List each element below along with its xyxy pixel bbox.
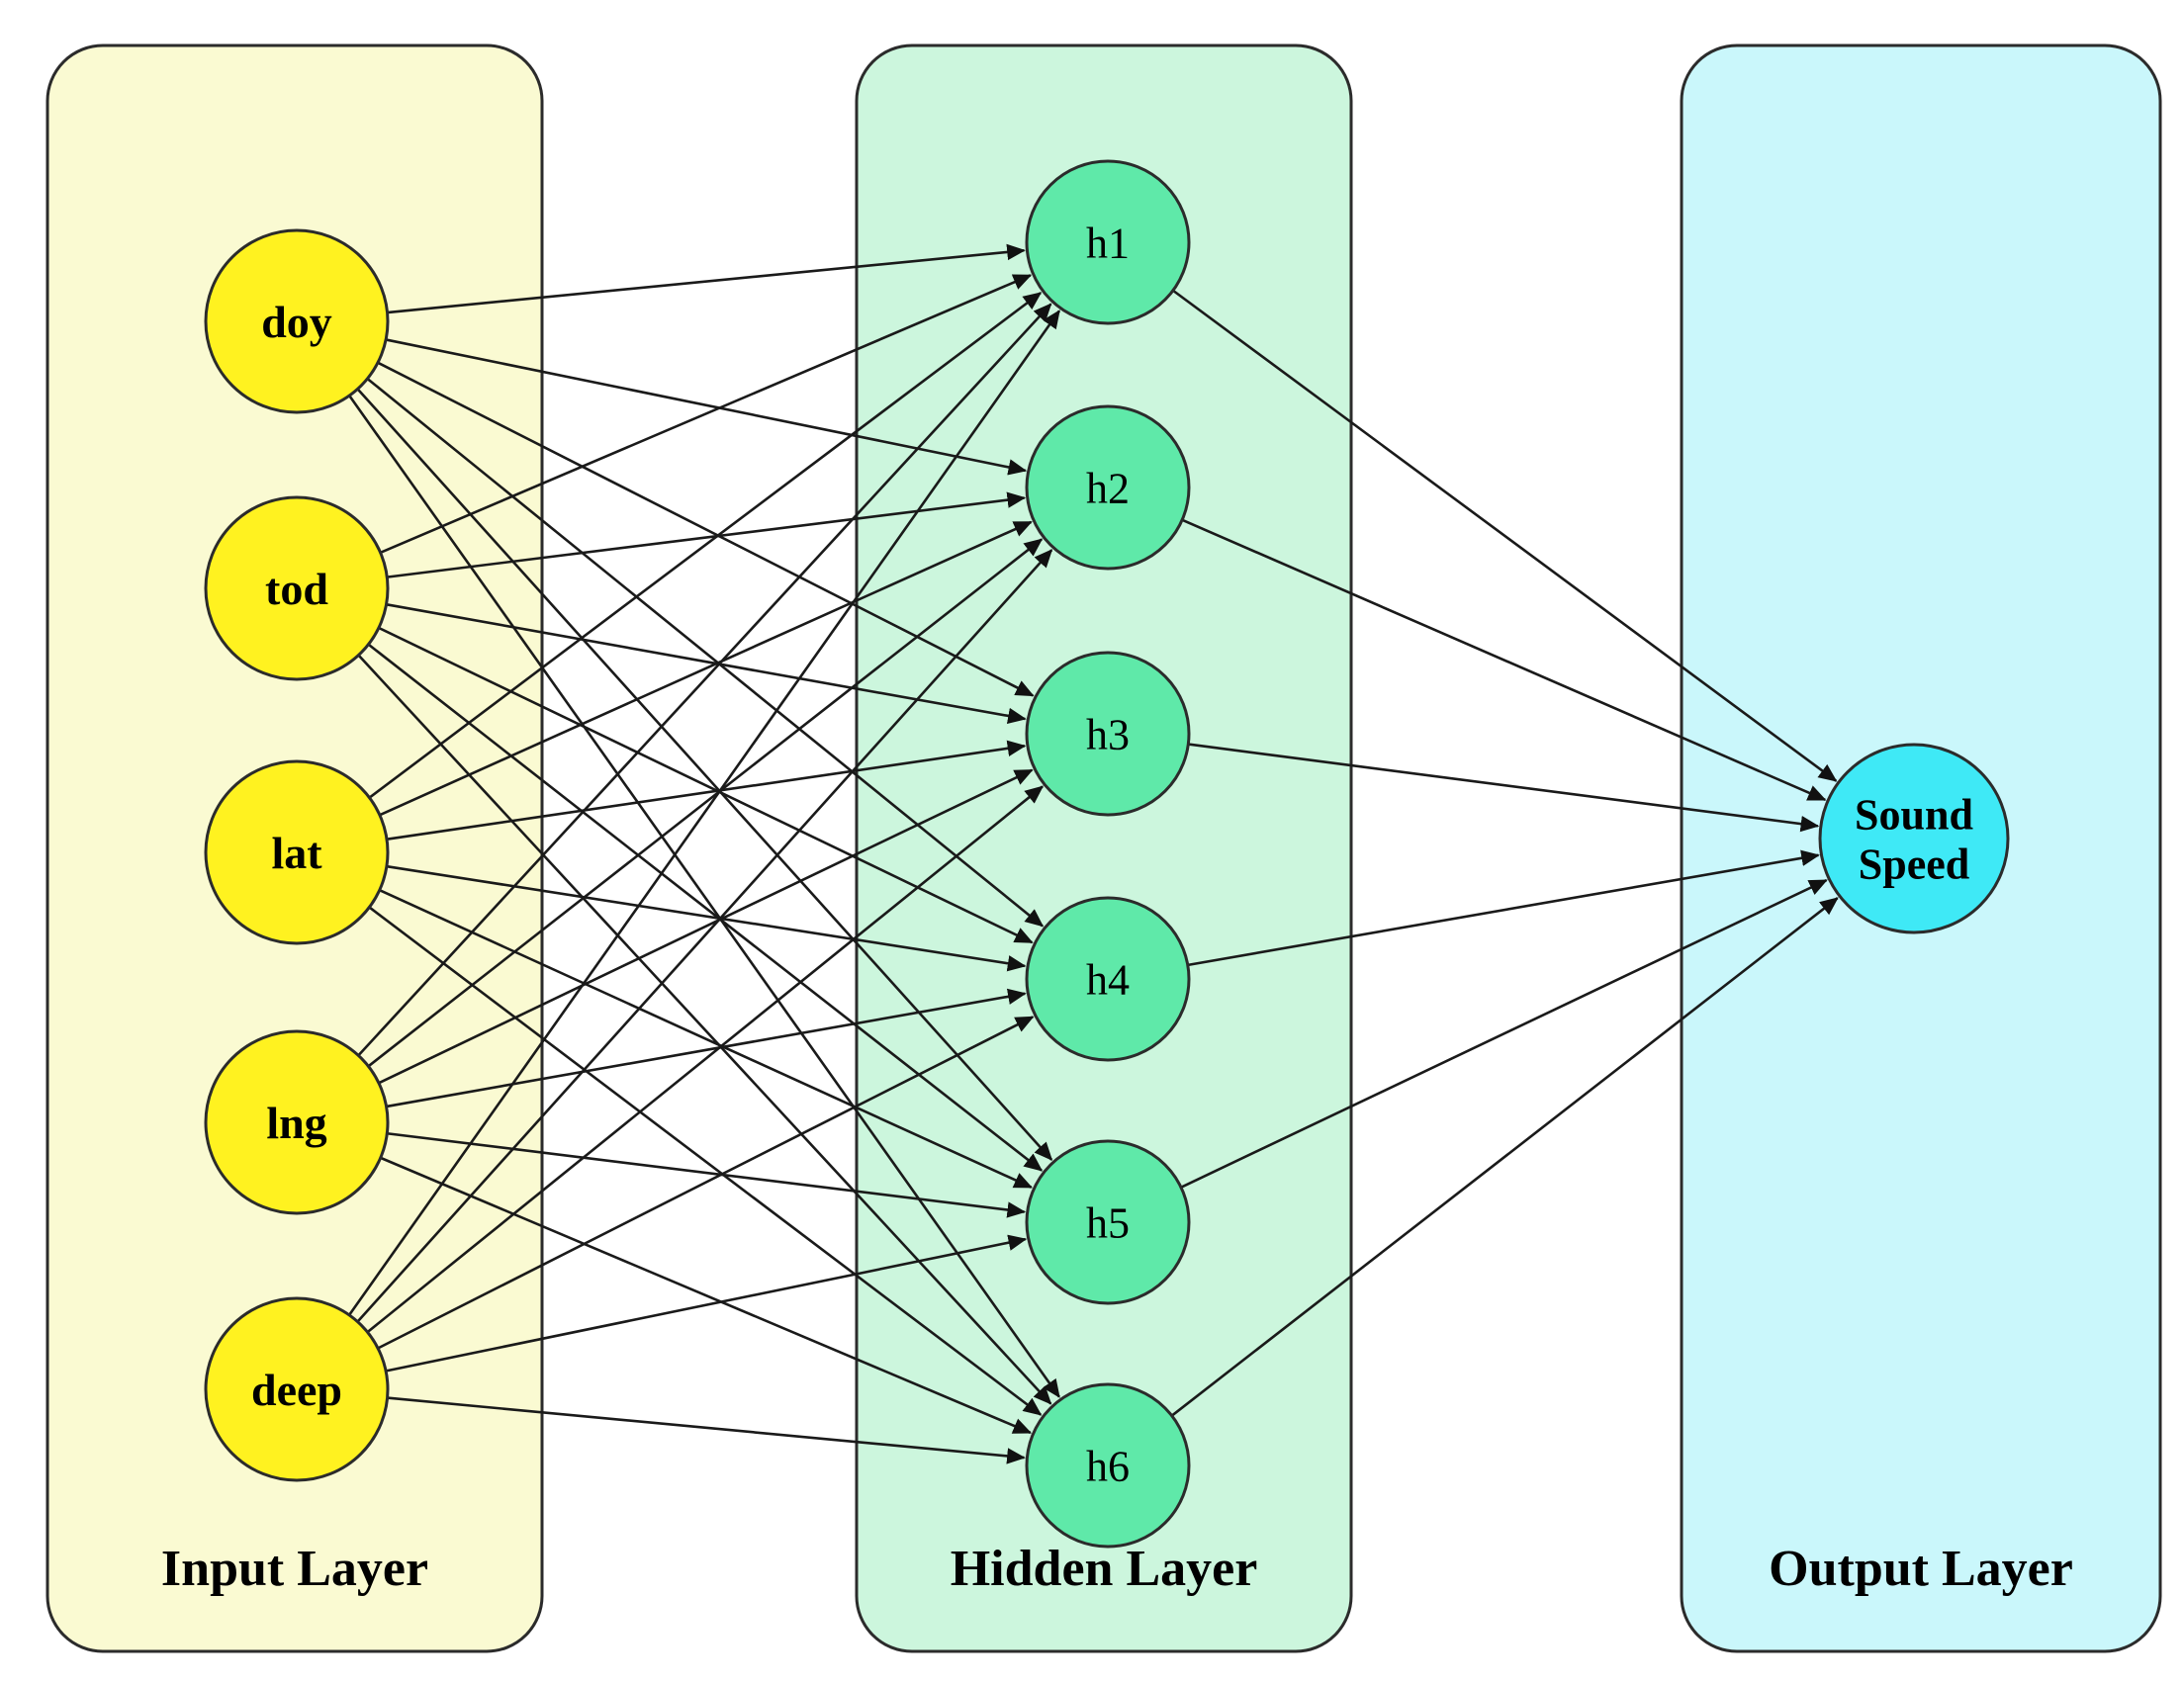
node-label-h1: h1	[1086, 219, 1130, 267]
node-circle-sound_speed	[1818, 743, 2010, 934]
edge-h1-to-sound_speed	[1172, 290, 1838, 782]
node-circle-lat	[204, 759, 390, 945]
edge-lng-to-h6	[381, 1157, 1033, 1435]
edge-tod-to-h5	[368, 644, 1044, 1172]
edge-lat-to-h2	[380, 520, 1033, 817]
node-circle-lng	[204, 1029, 390, 1215]
node-doy[interactable]: doy	[204, 228, 390, 414]
edge-tod-to-h6	[358, 655, 1052, 1405]
node-circle-deep	[204, 1296, 390, 1482]
node-label-h2: h2	[1086, 464, 1130, 512]
edge-h3-to-sound_speed	[1189, 743, 1820, 833]
node-h3[interactable]: h3	[1025, 651, 1191, 817]
edge-lng-to-h1	[358, 303, 1052, 1056]
node-lng[interactable]: lng	[204, 1029, 390, 1215]
edge-doy-to-h4	[367, 378, 1045, 928]
edge-deep-to-h4	[378, 1016, 1035, 1350]
node-label-h5: h5	[1086, 1198, 1130, 1247]
edge-lat-to-h3	[387, 740, 1027, 841]
node-label-doy: doy	[261, 297, 332, 347]
node-h1[interactable]: h1	[1025, 159, 1191, 325]
node-label-lat: lat	[271, 828, 322, 878]
panel-label-output: Output Layer	[1769, 1541, 2073, 1597]
edge-deep-to-h3	[367, 785, 1045, 1333]
node-h5[interactable]: h5	[1025, 1139, 1191, 1305]
edge-doy-to-h3	[378, 361, 1035, 697]
edge-doy-to-h1	[388, 243, 1026, 314]
node-lat[interactable]: lat	[204, 759, 390, 945]
node-circle-doy	[204, 228, 390, 414]
edge-h4-to-sound_speed	[1188, 849, 1820, 967]
node-deep[interactable]: deep	[204, 1296, 390, 1482]
node-h4[interactable]: h4	[1025, 896, 1191, 1062]
edge-deep-to-h1	[348, 310, 1060, 1315]
edge-lng-to-h3	[379, 768, 1034, 1084]
edge-doy-to-h5	[357, 389, 1053, 1161]
edge-doy-to-h6	[348, 396, 1060, 1398]
node-circle-h4	[1025, 896, 1191, 1062]
edge-tod-to-h4	[379, 627, 1034, 944]
edge-deep-to-h6	[388, 1396, 1026, 1464]
edge-deep-to-h2	[357, 549, 1053, 1322]
node-circle-h2	[1025, 404, 1191, 571]
edge-lng-to-h2	[368, 538, 1044, 1067]
node-label-lng: lng	[266, 1098, 326, 1148]
input-to-hidden-edges	[348, 243, 1060, 1464]
node-label-tod: tod	[265, 564, 328, 614]
node-label-deep: deep	[251, 1365, 342, 1415]
layer-panel-labels: Input Layer Hidden Layer Output Layer	[161, 1541, 2073, 1597]
edge-deep-to-h5	[386, 1234, 1028, 1373]
edge-h5-to-sound_speed	[1181, 878, 1828, 1189]
edge-lat-to-h5	[380, 889, 1034, 1189]
edge-lat-to-h4	[387, 865, 1027, 972]
node-h6[interactable]: h6	[1025, 1382, 1191, 1549]
node-tod[interactable]: tod	[204, 495, 390, 681]
node-label-h4: h4	[1086, 955, 1130, 1004]
edge-h2-to-sound_speed	[1182, 518, 1827, 802]
edge-lng-to-h5	[388, 1132, 1027, 1218]
edge-lat-to-h6	[369, 907, 1043, 1416]
node-circle-tod	[204, 495, 390, 681]
node-h2[interactable]: h2	[1025, 404, 1191, 571]
node-circle-h6	[1025, 1382, 1191, 1549]
panel-label-input: Input Layer	[161, 1541, 428, 1597]
panel-hidden	[855, 44, 1353, 1653]
hidden-to-output-edges	[1171, 290, 1839, 1417]
edge-tod-to-h1	[381, 274, 1033, 554]
node-circle-h5	[1025, 1139, 1191, 1305]
edge-tod-to-h3	[387, 603, 1027, 725]
edge-lng-to-h4	[387, 988, 1027, 1108]
edge-lat-to-h1	[369, 292, 1043, 799]
node-label-sound_speed-line-2: Speed	[1859, 840, 1969, 888]
node-label-h6: h6	[1086, 1442, 1130, 1490]
panel-label-hidden: Hidden Layer	[951, 1541, 1258, 1597]
edge-h6-to-sound_speed	[1171, 897, 1839, 1417]
node-label-h3: h3	[1086, 710, 1130, 758]
node-circle-h1	[1025, 159, 1191, 325]
node-label-sound_speed-line-1: Sound	[1855, 790, 1973, 839]
node-circle-h3	[1025, 651, 1191, 817]
